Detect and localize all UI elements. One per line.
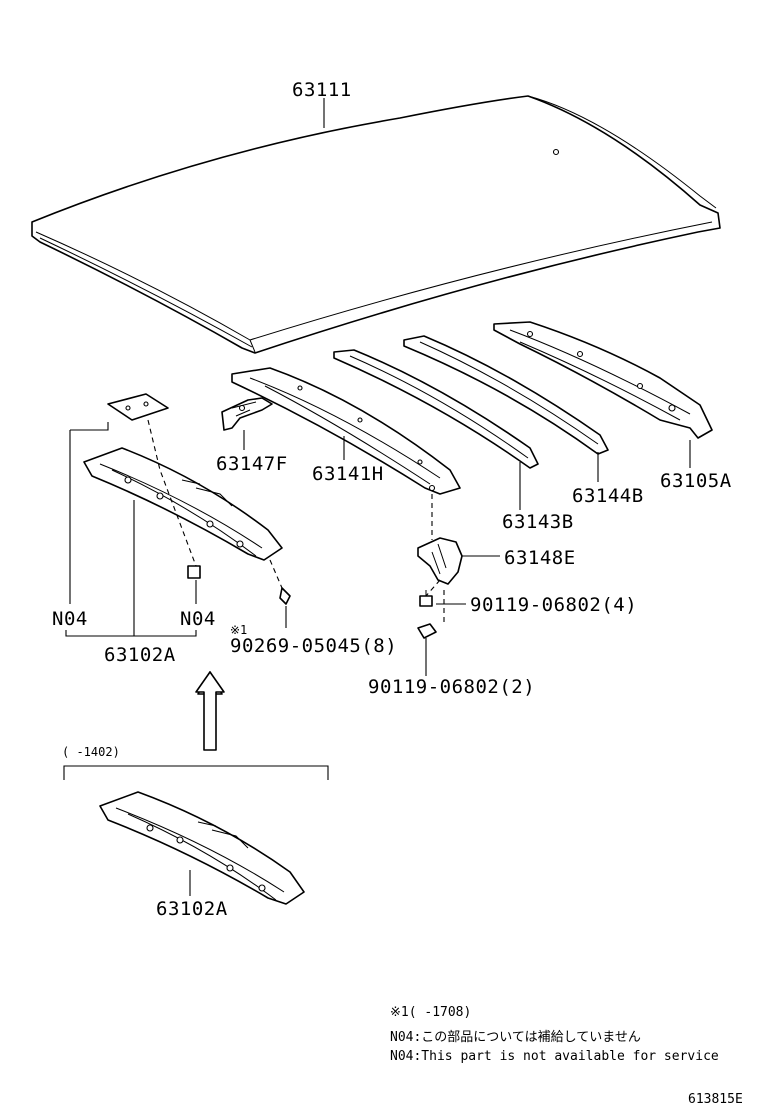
clip-icon[interactable] — [187, 565, 201, 579]
label-63148e: 63148E — [504, 547, 576, 569]
bolt-icon[interactable] — [417, 623, 437, 639]
label-63111: 63111 — [292, 79, 352, 101]
roof-bow-63143b[interactable] — [333, 349, 539, 469]
label-rivet: 90269-05045(8) — [230, 635, 397, 657]
label-rivet-mark: ※1 — [230, 623, 247, 637]
label-n04-right: N04 — [180, 608, 216, 630]
rivet-icon[interactable] — [279, 587, 291, 605]
label-63102a: 63102A — [104, 644, 176, 666]
label-63143b: 63143B — [502, 511, 574, 533]
bolt-icon[interactable] — [419, 590, 433, 607]
figure-id: 613815E — [688, 1092, 743, 1107]
roof-bow-63144b[interactable] — [403, 335, 609, 455]
assembly-lines — [147, 419, 445, 622]
label-n04-left: N04 — [52, 608, 88, 630]
front-header-63102a-old[interactable] — [99, 791, 305, 905]
label-63102a-old: 63102A — [156, 898, 228, 920]
label-bolt-2: 90119-06802(2) — [368, 676, 535, 698]
front-plate[interactable] — [107, 393, 169, 421]
leader-lines — [63, 98, 691, 896]
note-line-3: N04:This part is not available for servi… — [390, 1049, 719, 1064]
roof-panel[interactable] — [31, 95, 721, 354]
label-bolt-4: 90119-06802(4) — [470, 594, 637, 616]
roof-bow-63141h[interactable] — [231, 367, 461, 495]
note-line-2: N04:この部品については補給していません — [390, 1030, 641, 1045]
bracket-63148e[interactable] — [417, 537, 463, 585]
label-63144b: 63144B — [572, 485, 644, 507]
label-63105a: 63105A — [660, 470, 732, 492]
label-63141h: 63141H — [312, 463, 384, 485]
rear-header-63105a[interactable] — [493, 321, 713, 439]
front-header-63102a[interactable] — [83, 447, 283, 561]
label-date-range: ( -1402) — [62, 745, 120, 759]
note-line-1: ※1( -1708) — [390, 1005, 471, 1020]
up-arrow-icon — [195, 671, 225, 751]
roof-bracket-63147f[interactable] — [221, 397, 273, 431]
label-63147f: 63147F — [216, 453, 288, 475]
